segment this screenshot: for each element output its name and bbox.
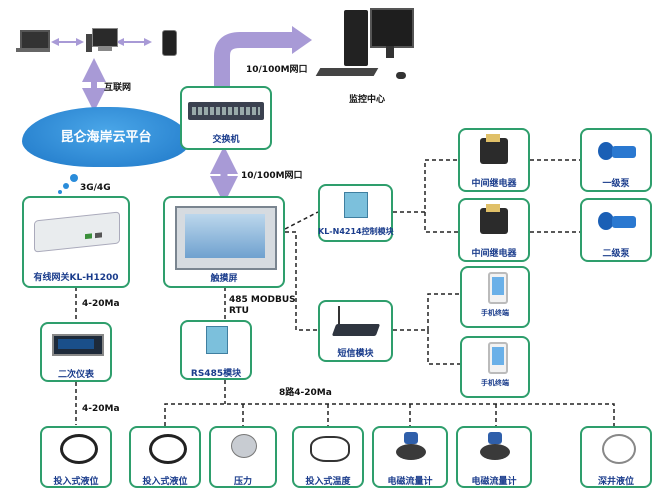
rs485-icon: [206, 326, 228, 354]
sensor4-label: 投入式温度: [305, 477, 351, 487]
secondary-meter-box[interactable]: 二次仪表: [40, 322, 112, 382]
port-top-label: 10/100M网口: [246, 65, 308, 75]
3g4g-label: 3G/4G: [80, 183, 111, 193]
pump-icon: [598, 138, 636, 162]
rtu-label: RTU: [229, 306, 249, 316]
control-module-box[interactable]: KL-N4214控制模块: [318, 184, 394, 242]
sensor3-label: 压力: [233, 477, 252, 487]
signal-8ch-label: 8路4-20Ma: [279, 388, 332, 398]
phone-icon: [488, 272, 508, 304]
internet-label: 互联网: [104, 83, 132, 93]
sensor7-box[interactable]: 深井液位: [580, 426, 652, 488]
touchscreen-box[interactable]: 触摸屏: [163, 196, 285, 288]
phone2-box[interactable]: 手机终端: [460, 336, 530, 398]
sensor5-label: 电磁流量计: [387, 477, 433, 487]
flowmeter-icon: [396, 432, 426, 462]
phone1-label: 手机终端: [481, 309, 509, 317]
relay2-label: 中间继电器: [471, 249, 517, 259]
port-mid-label: 10/100M网口: [241, 171, 303, 181]
gateway-icon: [34, 211, 120, 253]
probe-icon: [60, 434, 98, 464]
bubble: [63, 183, 69, 189]
probe-icon: [149, 434, 187, 464]
cloud-shape: [22, 107, 190, 167]
phone2-label: 手机终端: [481, 379, 509, 387]
sms-module-box[interactable]: 短信模块: [318, 300, 393, 362]
pc-icon: [86, 28, 118, 54]
gateway-label: 有线网关KL-H1200: [33, 273, 119, 283]
sms-module-icon: [331, 324, 381, 336]
touchscreen-label: 触摸屏: [210, 274, 238, 284]
relay-icon: [480, 134, 508, 164]
rs485-label: RS485模块: [190, 369, 242, 379]
signal-a-label: 4-20Ma: [82, 299, 120, 309]
relay1-label: 中间继电器: [471, 179, 517, 189]
phone-icon: [162, 30, 177, 56]
secondary-meter-label: 二次仪表: [57, 370, 94, 380]
flowmeter-icon: [480, 432, 510, 462]
pump1-label: 一级泵: [602, 179, 630, 189]
control-module-icon: [344, 192, 368, 218]
cloud-label: 昆仑海岸云平台: [60, 130, 152, 145]
touchscreen-icon: [175, 206, 277, 270]
switch-monitor-arrowhead: [292, 26, 312, 54]
control-module-label: KL-N4214控制模块: [318, 227, 394, 236]
relay-icon: [480, 204, 508, 234]
antenna-icon: [338, 306, 340, 324]
sensor2-label: 投入式液位: [142, 477, 188, 487]
sensor6-box[interactable]: 电磁流量计: [456, 426, 532, 488]
sms-module-label: 短信模块: [337, 349, 374, 359]
bubble: [70, 174, 78, 182]
switch-label: 交换机: [212, 135, 240, 145]
sensor3-box[interactable]: 压力: [209, 426, 277, 488]
modbus-label: 485 MODBUS: [229, 295, 296, 305]
relay2-box[interactable]: 中间继电器: [458, 198, 530, 262]
switch-monitor-arrow: [214, 32, 292, 88]
signal-b-label: 4-20Ma: [82, 404, 120, 414]
pump1-box[interactable]: 一级泵: [580, 128, 652, 192]
pump-icon: [598, 208, 636, 232]
phone1-box[interactable]: 手机终端: [460, 266, 530, 328]
laptop-icon: [16, 30, 50, 52]
switch-icon: [188, 102, 264, 120]
monitor-center-label: 监控中心: [349, 95, 386, 105]
bubble: [58, 190, 62, 194]
sensor6-label: 电磁流量计: [471, 477, 517, 487]
gateway-box[interactable]: 有线网关KL-H1200: [22, 196, 130, 288]
sensor2-box[interactable]: 投入式液位: [129, 426, 201, 488]
temperature-probe-icon: [310, 436, 350, 462]
phone-icon: [488, 342, 508, 374]
deep-well-probe-icon: [602, 434, 636, 464]
pump2-label: 二级泵: [602, 249, 630, 259]
sensor7-label: 深井液位: [597, 477, 634, 487]
sensor5-box[interactable]: 电磁流量计: [372, 426, 448, 488]
switch-box[interactable]: 交换机: [180, 86, 272, 150]
rs485-box[interactable]: RS485模块: [180, 320, 252, 380]
pump2-box[interactable]: 二级泵: [580, 198, 652, 262]
relay1-box[interactable]: 中间继电器: [458, 128, 530, 192]
meter-icon: [52, 334, 104, 356]
sensor4-box[interactable]: 投入式温度: [292, 426, 364, 488]
sensor1-label: 投入式液位: [53, 477, 99, 487]
sensor1-box[interactable]: 投入式液位: [40, 426, 112, 488]
pressure-gauge-icon: [231, 434, 257, 458]
monitor-center-icon: [315, 8, 414, 86]
